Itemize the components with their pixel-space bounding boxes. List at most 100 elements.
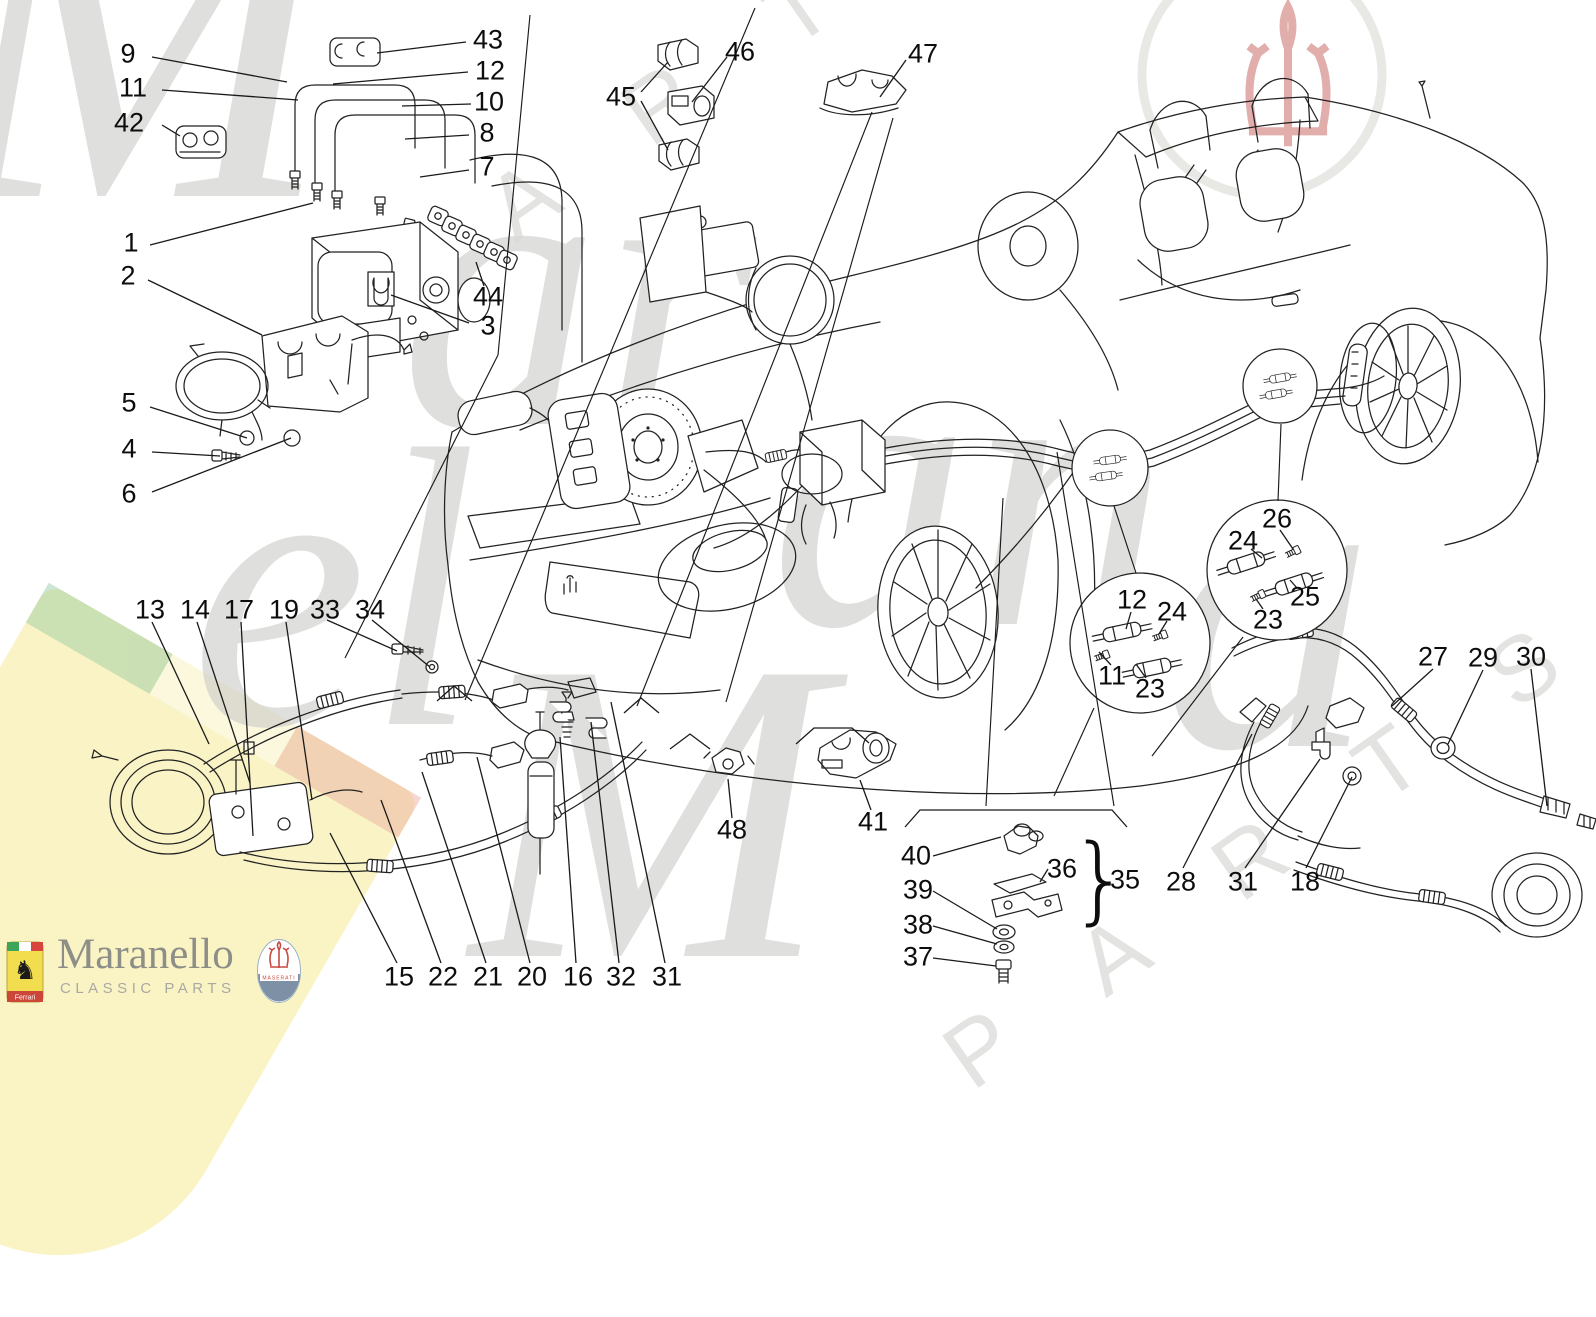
cable-28 bbox=[1239, 697, 1365, 850]
leader-line bbox=[151, 437, 292, 493]
leader-line bbox=[326, 619, 398, 652]
maserati-label: MASERATI bbox=[262, 976, 295, 982]
detail-circle-rear bbox=[1206, 499, 1348, 641]
maranello-logo: ♞ Ferrari Maranello CLASSIC PARTS MASERA… bbox=[0, 928, 330, 1006]
bracket-mark bbox=[669, 733, 711, 750]
spring-washer-38 bbox=[993, 940, 1015, 954]
leader-line bbox=[329, 832, 398, 964]
trident-watermark-icon bbox=[1245, 0, 1331, 147]
leader-line bbox=[1125, 611, 1132, 630]
leader-line bbox=[149, 202, 314, 246]
logo-wordmark: Maranello bbox=[57, 931, 234, 978]
leader-line bbox=[476, 756, 531, 964]
clip-47 bbox=[819, 69, 907, 116]
front-wheel bbox=[877, 525, 999, 699]
leader-line bbox=[559, 736, 577, 964]
heat-shield-36 bbox=[993, 873, 1047, 894]
bracket-mark bbox=[436, 685, 473, 702]
bottom-middle-hardware bbox=[703, 729, 1063, 984]
clip-40 bbox=[1003, 823, 1044, 855]
leader-line bbox=[151, 451, 221, 457]
leader-line bbox=[610, 701, 666, 964]
leader-line bbox=[1135, 663, 1147, 679]
leader-line bbox=[1305, 776, 1353, 869]
leader-line bbox=[404, 134, 470, 140]
leader-line bbox=[1182, 733, 1253, 869]
prancing-horse-icon: ♞ bbox=[13, 956, 36, 986]
leader-line bbox=[151, 621, 210, 745]
bolt-33-washer-34 bbox=[391, 643, 439, 674]
leader-line bbox=[421, 771, 487, 964]
leader-line bbox=[475, 261, 485, 287]
nut-18 bbox=[1342, 766, 1362, 786]
leader-line bbox=[390, 294, 470, 324]
clip-42 bbox=[175, 125, 227, 159]
leader-line bbox=[1158, 620, 1168, 635]
bracket-marks bbox=[436, 685, 1128, 828]
leader-line bbox=[859, 779, 872, 811]
leader-line bbox=[590, 721, 620, 964]
section-line bbox=[1277, 423, 1282, 502]
leader-line bbox=[1289, 579, 1298, 589]
cable-end-fitting bbox=[1539, 795, 1596, 830]
bolt-37 bbox=[995, 959, 1012, 984]
washer-39 bbox=[992, 924, 1016, 940]
leader-line bbox=[149, 406, 248, 439]
leader-line bbox=[1530, 668, 1548, 807]
leader-line bbox=[419, 169, 470, 178]
pipe-clips-mid bbox=[657, 38, 907, 171]
abs-unit-exploded bbox=[175, 37, 583, 462]
leader-line bbox=[240, 621, 254, 837]
bracket-mark bbox=[623, 697, 660, 714]
leader-line bbox=[932, 890, 998, 930]
leader-line bbox=[727, 778, 733, 819]
detail-circles bbox=[1069, 348, 1348, 714]
leader-line bbox=[1250, 548, 1263, 559]
sensor-cable-drum bbox=[1293, 852, 1583, 938]
leader-line bbox=[932, 957, 997, 967]
leader-line bbox=[401, 103, 472, 107]
section-line bbox=[464, 7, 756, 701]
clip-43 bbox=[329, 37, 381, 67]
section-line bbox=[497, 14, 531, 356]
leader-line bbox=[1244, 758, 1321, 869]
leader-line bbox=[376, 41, 467, 54]
clip-19b bbox=[585, 717, 608, 739]
leader-line bbox=[1255, 598, 1264, 610]
front-brake-assembly bbox=[547, 388, 863, 541]
car-illustration bbox=[443, 78, 1548, 795]
leader-line bbox=[691, 56, 728, 103]
nut-29 bbox=[1430, 736, 1456, 760]
leader-line bbox=[285, 621, 313, 801]
ferrari-shield-icon: ♞ Ferrari bbox=[6, 941, 44, 1003]
detail-circle-small-b bbox=[1071, 429, 1149, 507]
watermark-letter: el bbox=[190, 368, 479, 811]
abs-unit-on-car bbox=[781, 419, 886, 545]
section-line bbox=[1151, 636, 1244, 757]
clip-48 bbox=[703, 747, 755, 775]
bracket-35 bbox=[991, 891, 1063, 918]
leader-line bbox=[879, 59, 907, 98]
rear-sensor-cables bbox=[1231, 623, 1596, 938]
ferrari-label: Ferrari bbox=[15, 995, 36, 1002]
bracket-mark bbox=[904, 809, 1128, 828]
clip-3 bbox=[367, 271, 395, 307]
leader-line bbox=[332, 71, 469, 85]
abs-mounting-bracket bbox=[175, 315, 413, 441]
bracket-mark bbox=[795, 727, 870, 745]
leader-line bbox=[1447, 669, 1484, 745]
leader-line bbox=[151, 56, 288, 83]
clip-41 bbox=[817, 729, 897, 779]
parts-diagram-illustration bbox=[91, 7, 1596, 984]
brake-booster-assembly bbox=[639, 205, 835, 421]
seats-roll-hoops bbox=[1137, 78, 1311, 301]
leader-lines bbox=[147, 41, 1548, 967]
rear-wheel-caliper bbox=[1338, 322, 1398, 434]
section-line bbox=[1053, 707, 1095, 797]
nut-6 bbox=[283, 429, 301, 447]
detail-circle-small-a bbox=[1242, 348, 1318, 424]
section-lines bbox=[344, 7, 1282, 807]
cable-connectors bbox=[401, 677, 597, 769]
leader-line bbox=[932, 925, 998, 945]
section-line bbox=[985, 497, 1004, 807]
